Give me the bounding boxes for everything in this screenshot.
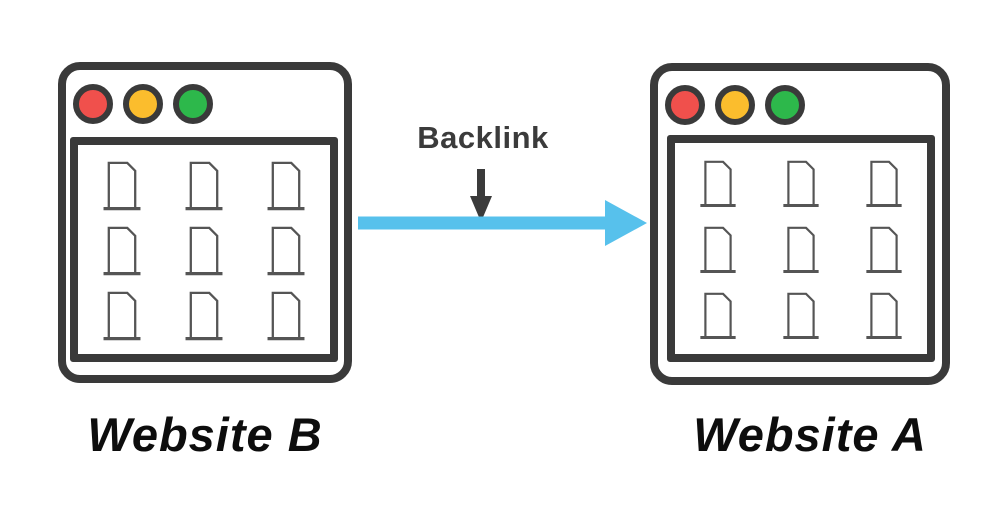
document-icon bbox=[863, 153, 905, 211]
red-dot-icon bbox=[73, 83, 113, 124]
document-icon bbox=[863, 285, 905, 343]
red-dot-icon bbox=[665, 84, 705, 125]
document-icon bbox=[264, 220, 308, 278]
website-b-titlebar bbox=[66, 70, 344, 124]
website-a-titlebar bbox=[658, 71, 942, 125]
document-icon bbox=[182, 285, 226, 343]
document-icon bbox=[264, 285, 308, 343]
document-icon bbox=[100, 220, 144, 278]
document-icon bbox=[697, 219, 739, 277]
document-icon bbox=[182, 220, 226, 278]
website-b-label: Website B bbox=[87, 408, 323, 461]
down-arrow-icon bbox=[470, 169, 492, 222]
document-icon bbox=[264, 155, 308, 213]
yellow-dot-icon bbox=[123, 83, 163, 124]
document-icon bbox=[182, 155, 226, 213]
document-icon bbox=[697, 153, 739, 211]
website-b-window bbox=[58, 62, 352, 383]
website-a-label: Website A bbox=[693, 408, 927, 461]
document-icon bbox=[697, 285, 739, 343]
document-icon bbox=[863, 219, 905, 277]
website-a-window bbox=[650, 63, 950, 385]
website-b-page-grid bbox=[70, 137, 338, 362]
document-icon bbox=[100, 155, 144, 213]
document-icon bbox=[780, 219, 822, 277]
green-dot-icon bbox=[765, 84, 805, 125]
website-a-page-grid bbox=[667, 135, 935, 362]
green-dot-icon bbox=[173, 83, 213, 124]
right-arrow-icon bbox=[358, 200, 647, 246]
document-icon bbox=[780, 153, 822, 211]
yellow-dot-icon bbox=[715, 84, 755, 125]
document-icon bbox=[100, 285, 144, 343]
backlink-label: Backlink bbox=[417, 120, 549, 155]
document-icon bbox=[780, 285, 822, 343]
